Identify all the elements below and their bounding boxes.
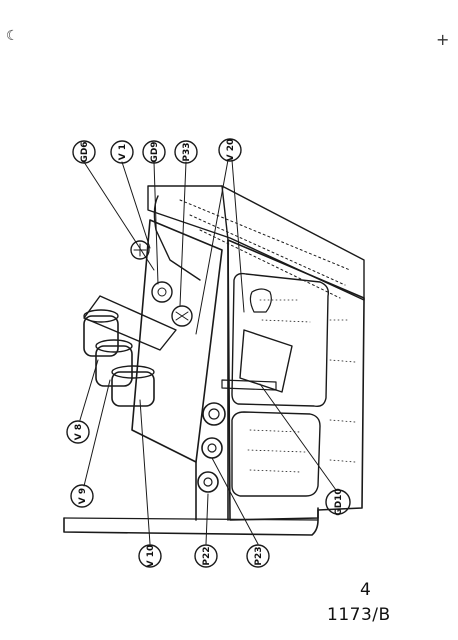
valve-V8 [83,309,119,357]
callout-label: P22 [202,546,212,565]
leader-lines [79,159,337,545]
callout-V20: V 20 [218,138,242,162]
callout-GD9: GD9 [142,140,166,164]
tube-plate [83,219,223,521]
socket-V1 [130,240,150,260]
callout-label: V 9 [78,488,88,504]
callout-label: V 10 [146,545,156,568]
callout-label: GD9 [150,141,160,162]
callout-GD10: GD10 [325,488,351,516]
pot-P23 [201,437,223,459]
callout-label: P23 [254,546,264,565]
callout-V9: V 9 [70,484,94,508]
valve-V9 [95,339,133,387]
socket-GD9 [151,281,173,303]
callout-label: V 8 [74,424,84,440]
callout-V8: V 8 [66,420,90,444]
pot-P22 [197,471,219,493]
corner-mark-top-left: ☾ [6,28,19,44]
callout-label: P33 [182,142,192,161]
callout-label: V 1 [118,144,128,160]
callout-GD6: GD6 [72,140,96,164]
document-reference: 1173/B [327,605,391,625]
socket-P33 [171,305,193,327]
callout-V10: V 10 [138,544,162,568]
page-number: 4 [360,580,372,600]
chassis-box [221,185,365,521]
callout-label: GD10 [334,488,344,515]
callout-P22: P22 [194,544,218,568]
callout-label: GD6 [80,141,90,162]
callout-P33: P33 [174,140,198,164]
callout-label: V 20 [226,139,236,162]
callout-V1: V 1 [110,140,134,164]
bracket-assembly [221,288,293,393]
callout-P23: P23 [246,544,270,568]
corner-mark-top-right: + [436,30,450,49]
rear-panel [147,185,365,301]
valve-V10 [111,365,155,407]
pot-upper [202,402,226,426]
base-plate [63,507,319,536]
